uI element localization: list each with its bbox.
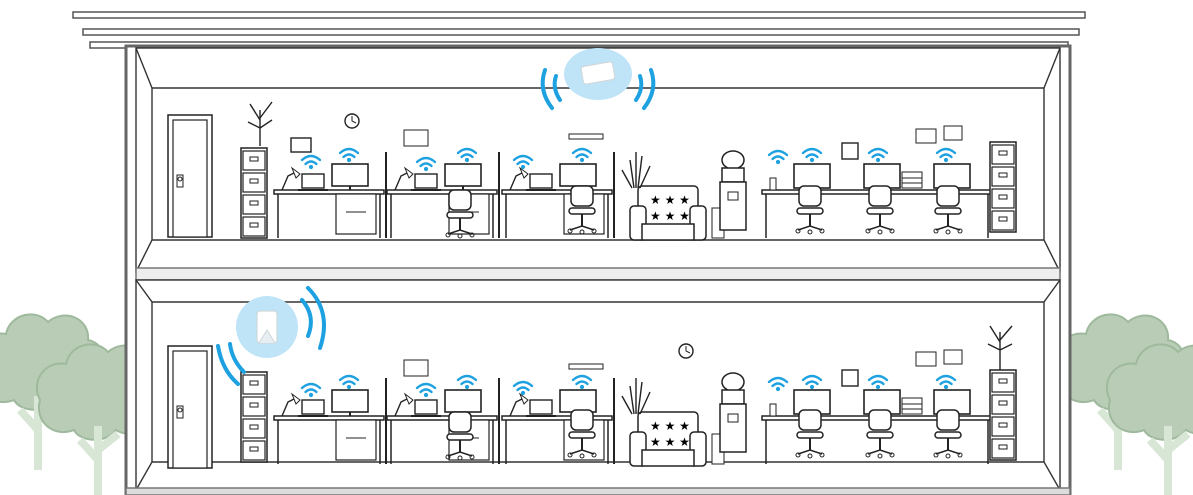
door (167, 114, 213, 238)
roof (72, 11, 1086, 49)
file-cabinet-right (989, 141, 1017, 233)
wall-repeater-icon (216, 286, 326, 386)
file-cabinet-lower (240, 371, 268, 463)
file-cabinet (240, 147, 268, 239)
lower-floor (167, 325, 1017, 469)
file-cabinet-right-lower (989, 369, 1017, 461)
tree-right (1057, 314, 1193, 495)
upper-floor (167, 101, 1017, 241)
ceiling-access-point-icon (540, 48, 656, 110)
door-lower (167, 345, 213, 469)
